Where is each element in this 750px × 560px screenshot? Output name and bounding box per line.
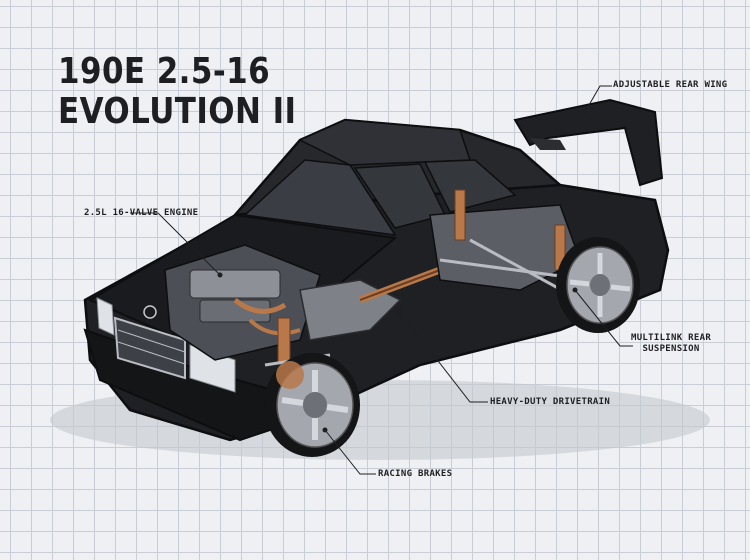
callout-brakes: RACING BRAKES <box>378 469 453 479</box>
headlight-left <box>96 297 115 336</box>
title-line-2: EVOLUTION II <box>58 91 297 132</box>
callout-rear-suspension-line-1: MULTILINK REAR <box>631 333 712 343</box>
title-line-1: 190E 2.5-16 <box>58 51 271 92</box>
front-wheel <box>264 353 360 457</box>
rear-wheel <box>556 237 640 333</box>
rear-wing <box>513 98 664 187</box>
callout-rear-wing: ADJUSTABLE REAR WING <box>613 80 728 90</box>
callout-leader-lines <box>130 85 633 475</box>
callout-rear-suspension: MULTILINK REAR SUSPENSION <box>631 333 711 355</box>
grille <box>113 316 186 380</box>
callout-rear-suspension-line-2: SUSPENSION <box>642 344 700 354</box>
callout-drivetrain: HEAVY-DUTY DRIVETRAIN <box>490 397 611 407</box>
callout-engine: 2.5L 16-VALVE ENGINE <box>84 208 199 218</box>
